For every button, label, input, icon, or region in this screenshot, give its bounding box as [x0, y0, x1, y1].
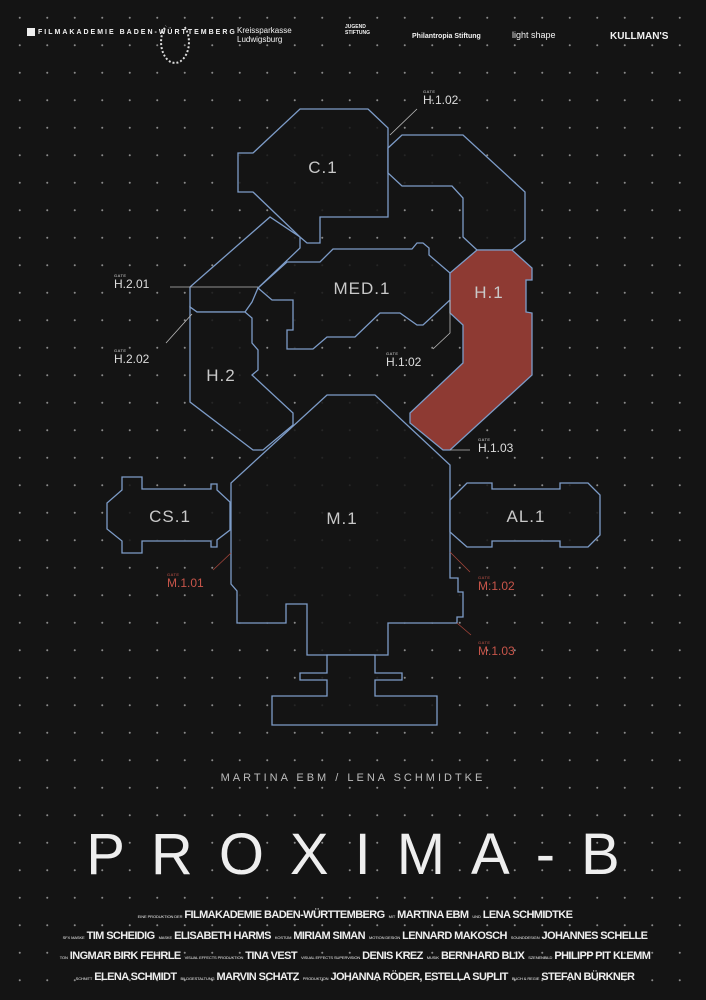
credit-role: UND [472, 914, 481, 919]
room-cs1 [106, 476, 231, 554]
room-label-h1: H.1 [474, 283, 504, 302]
cast-line: MARTINA EBM / LENA SCHMIDTKE [220, 772, 486, 784]
gate-leader-line [389, 108, 418, 136]
room-c1 [237, 108, 389, 244]
gate-caption: GATE [478, 640, 491, 645]
credit-name: JOHANNA RÖDER, ESTELLA SUPLIT [330, 970, 508, 983]
gate-leader-line [432, 300, 451, 350]
gate-id: H.1:02 [386, 355, 422, 369]
room-h2 [189, 305, 294, 451]
room-m1-stem [271, 654, 438, 726]
logo-kullmans: KULLMAN'S [610, 31, 669, 42]
credit-name: DENIS KREZ [362, 950, 423, 962]
logo-philantropia: Philantropia Stiftung [412, 33, 481, 40]
credit-name: STEFAN BÜRKNER [541, 970, 635, 983]
gate-id: H.1.02 [423, 93, 459, 107]
gate-caption: GATE [114, 348, 127, 353]
credit-name: INGMAR BIRK FEHRLE [69, 950, 181, 962]
credit-name: LENA SCHMIDTKE [482, 909, 573, 921]
room-al1 [449, 482, 601, 548]
credit-name: FILMAKADEMIE BADEN-WÜRTTEMBERG [184, 909, 385, 921]
gate-id: M.1.03 [478, 644, 515, 658]
gate-leader-line [449, 551, 471, 573]
credit-role: SZENENBILD [528, 955, 553, 960]
credit-name: TIM SCHEIDIG [86, 929, 156, 942]
gate-caption: GATE [423, 89, 436, 94]
credit-role: SOUNDDESIGN [510, 934, 540, 940]
credit-role: MASKE [158, 934, 173, 940]
gate-caption: GATE [167, 572, 180, 577]
room-label-al1: AL.1 [506, 507, 546, 526]
credit-role: PRODUKTION [302, 975, 329, 981]
credit-role: MIT [388, 914, 396, 919]
gate-id: H.2.01 [114, 277, 150, 291]
logo-lightshape: light shape [512, 30, 556, 40]
credit-role: TON [59, 955, 68, 960]
room-label-med1: MED.1 [333, 279, 391, 298]
logo-jugendstiftung: JUGEND STIFTUNG [345, 24, 370, 36]
credit-role: BILDGESTALTUNG [180, 975, 215, 981]
credit-name: LENNARD MAKOSCH [402, 929, 507, 942]
gate-id: H.1.03 [478, 441, 514, 455]
credit-role: SCHNITT [75, 975, 93, 981]
gate-caption: GATE [386, 351, 399, 356]
gate-id: M:1.02 [478, 579, 515, 593]
credit-name: PHILIPP PIT KLEMM [554, 950, 651, 962]
credit-role: SFX MASKE [62, 934, 85, 940]
gate-leader-line [456, 622, 472, 636]
gate-caption: GATE [114, 273, 127, 278]
room-label-cs1: CS.1 [149, 507, 191, 526]
credit-role: VISUAL EFFECTS SUPERVISION [300, 955, 361, 960]
gate-caption: GATE [478, 437, 491, 442]
room-med1 [257, 242, 451, 350]
credit-role: VISUAL EFFECTS PRODUKTION [184, 955, 244, 960]
credit-role: MUSIK [426, 955, 439, 960]
credit-name: ELENA SCHMIDT [94, 970, 177, 983]
credit-role: MOTION DESIGN [368, 934, 401, 940]
film-title: PROXIMA-B [86, 822, 646, 887]
gate-caption: GATE [478, 575, 491, 580]
credit-name: MARVIN SCHATZ [216, 970, 300, 983]
credit-name: TINA VEST [245, 950, 297, 962]
gate-leader-line [212, 552, 232, 571]
gate-id: M.1.01 [167, 576, 204, 590]
credit-name: MIRIAM SIMAN [293, 929, 365, 942]
sponsor-logos: FILMAKADEMIE BADEN-WÜRTTEMBERG Kreisspar… [0, 20, 706, 64]
logo-kreissparkasse: Kreissparkasse Ludwigsburg [237, 26, 292, 44]
credit-name: JOHANNES SCHELLE [541, 929, 648, 942]
room-label-h2: H.2 [206, 366, 236, 385]
award-laurel-logo [160, 20, 190, 64]
room-label-m1: M.1 [326, 509, 358, 528]
credit-name: BERNHARD BLIX [440, 950, 525, 962]
logo-filmakademie: FILMAKADEMIE BADEN-WÜRTTEMBERG [27, 28, 237, 36]
credit-role: BUCH & REGIE [511, 975, 540, 981]
filmakademie-mark-icon [27, 28, 35, 36]
gate-id: H.2.02 [114, 352, 150, 366]
gate-leader-line [165, 313, 193, 344]
room-label-c1: C.1 [308, 158, 338, 177]
corridor-h102 [387, 134, 526, 251]
credit-role: KOSTÜM [274, 934, 292, 940]
room-m1 [230, 394, 464, 656]
logo-filmakademie-text: FILMAKADEMIE BADEN-WÜRTTEMBERG [38, 28, 237, 36]
credit-name: ELISABETH HARMS [174, 929, 271, 942]
credit-name: MARTINA EBM [397, 909, 469, 921]
credit-role: EINE PRODUKTION DER [137, 914, 183, 919]
